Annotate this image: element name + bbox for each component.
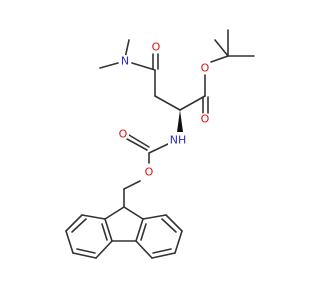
atom-o-ester-single: O [199,62,211,75]
atom-label-o-ester-carbonyl: O [201,113,210,126]
bond-left-ring-3 [65,230,74,254]
atom-label-o-carbamate-single: O [145,166,154,179]
atom-label-o-amide: O [152,41,161,54]
atom-o-amide: O [150,41,162,54]
bond-right-ring-inner-2 [152,248,172,254]
atom-o-ester-carbonyl: O [199,113,211,126]
bond-carbamate-co-1 [126,138,148,151]
bond-carbamate-co-2 [128,134,150,148]
bond-nme-top [124,39,130,59]
bond-left-ring-1 [81,214,106,220]
bond-ch2-calpha [154,95,181,111]
bond-left-ring-5 [95,240,113,259]
bond-right-ring-3 [174,230,183,254]
bond-c9-c9a [104,206,125,220]
bond-c9a-c4a [104,218,113,242]
bond-left-ring-4 [72,252,97,259]
bond-c9-c8a [123,206,144,220]
bond-o-cq [210,55,229,63]
atom-nh-carbamate: NH [168,133,188,147]
bond-calpha-ester [179,95,206,111]
bond-left-ring-2 [65,214,83,232]
atom-label-o-carbamate-carbonyl: O [119,128,128,141]
atom-label-n-amide: N [121,55,129,68]
bond-right-ring-inner-1 [161,218,177,233]
bond-nme-left [99,62,119,69]
atom-n-amide: N [119,55,131,68]
bond-right-ring-4 [151,252,176,259]
bond-right-ring-inner-3 [140,223,147,241]
molecule-structure: N O O O NH O O [65,29,255,259]
atom-o-carbamate-single: O [143,166,155,179]
bond-n-carbonyl [131,62,156,71]
bond-o-ch2 [123,180,141,190]
bond-c8a-c4b [135,218,144,242]
bond-left-ring-inner-3 [101,223,108,241]
bond-nh-carbamate [148,143,169,154]
bond-right-ring-1 [142,214,167,220]
atom-label-o-ester-single: O [201,62,210,75]
bond-right-ring-2 [165,214,183,232]
bond-left-ring-inner-2 [76,248,96,254]
stereo-wedge [177,110,183,132]
bond-cq-me-left [214,39,229,57]
atom-label-nh-carbamate: NH [170,134,187,147]
atom-labels: N O O O NH O O [117,41,211,179]
bond-left-ring-inner-1 [71,218,87,233]
atom-o-carbamate-carbonyl: O [117,128,129,141]
bond-right-ring-5 [135,240,153,259]
bonds [65,29,255,259]
